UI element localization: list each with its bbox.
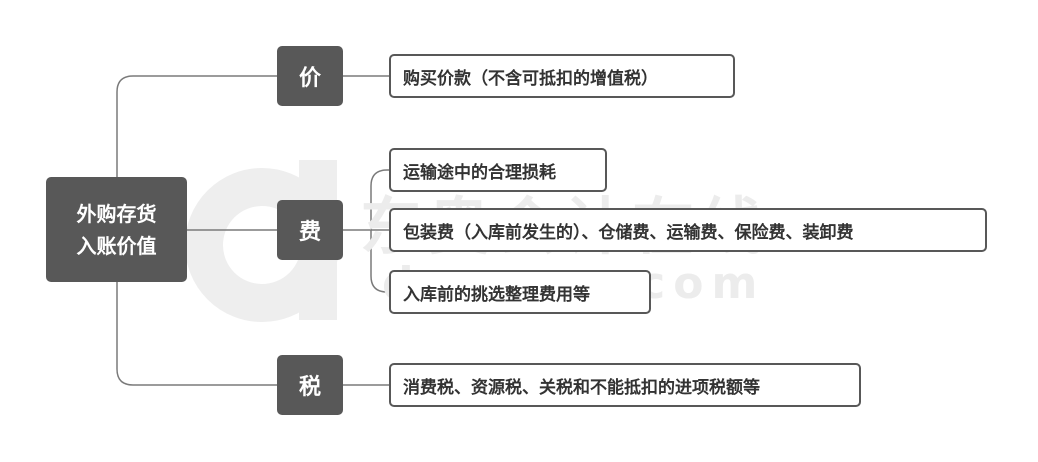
leaf-fees-3: 入库前的挑选整理费用等 <box>389 270 651 314</box>
leaf-fees-2-text: 包装费（入库前发生的）、仓储费、运输费、保险费、装卸费 <box>403 222 854 243</box>
category-tax-label: 税 <box>298 375 321 400</box>
connector-root-tax <box>116 282 277 386</box>
category-tax: 税 <box>277 355 343 415</box>
connector-fees-leaf-1 <box>343 169 389 231</box>
leaf-fees-3-text: 入库前的挑选整理费用等 <box>403 284 590 305</box>
leaf-price-1-text: 购买价款（不含可抵扣的增值税） <box>403 68 658 89</box>
connector-fees-leaf-3 <box>370 230 389 293</box>
root-label-line2: 入账价值 <box>76 233 157 258</box>
leaf-tax-1-text: 消费税、资源税、关税和不能抵扣的进项税额等 <box>403 377 760 398</box>
category-fees: 费 <box>277 200 343 260</box>
category-price-label: 价 <box>298 66 321 91</box>
leaf-tax-1: 消费税、资源税、关税和不能抵扣的进项税额等 <box>389 363 861 407</box>
category-fees-label: 费 <box>298 220 321 245</box>
root-node: 外购存货 入账价值 <box>46 177 187 282</box>
category-price: 价 <box>277 46 343 106</box>
leaf-fees-1: 运输途中的合理损耗 <box>389 148 607 192</box>
leaf-price-1: 购买价款（不含可抵扣的增值税） <box>389 54 735 98</box>
leaf-fees-2: 包装费（入库前发生的）、仓储费、运输费、保险费、装卸费 <box>389 208 987 252</box>
connector-root-price <box>116 75 277 177</box>
leaf-fees-1-text: 运输途中的合理损耗 <box>403 162 556 183</box>
root-label-line1: 外购存货 <box>76 201 157 226</box>
